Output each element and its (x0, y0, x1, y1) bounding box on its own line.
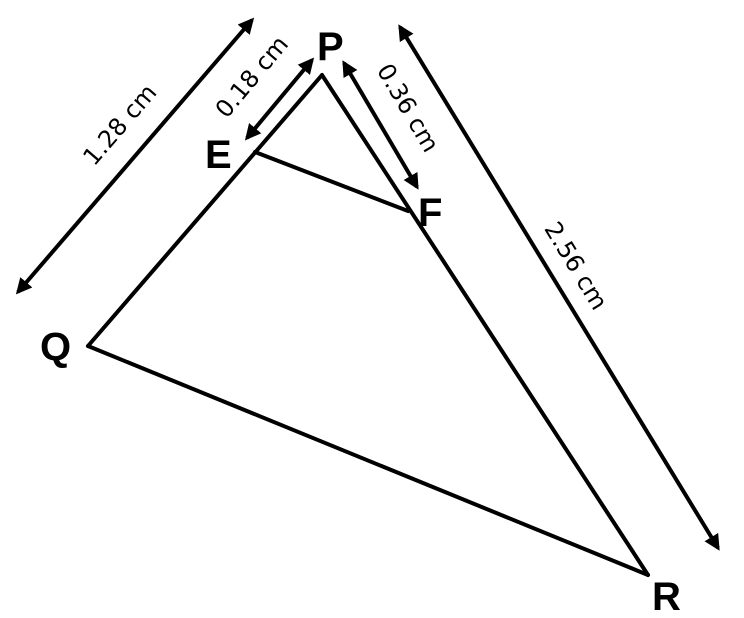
vertex-label-p: P (317, 25, 344, 69)
measurement-label-qp: 1.28 cm (77, 79, 162, 171)
dimension-arrow-qp (15, 17, 255, 295)
measurement-label-ep: 0.18 cm (210, 30, 294, 123)
measurement-label-pf: 0.36 cm (371, 59, 445, 157)
vertex-label-f: F (418, 191, 442, 235)
side-pr (320, 73, 650, 577)
vertex-label-q: Q (40, 325, 71, 369)
vertex-label-r: R (652, 575, 681, 618)
dimension-arrow-ep (244, 57, 315, 141)
segment-ef (253, 150, 410, 213)
vertex-label-e: E (205, 133, 232, 177)
measurement-label-pr: 2.56 cm (538, 217, 613, 315)
dimension-arrow-pr (398, 24, 720, 551)
side-qr (86, 344, 650, 577)
